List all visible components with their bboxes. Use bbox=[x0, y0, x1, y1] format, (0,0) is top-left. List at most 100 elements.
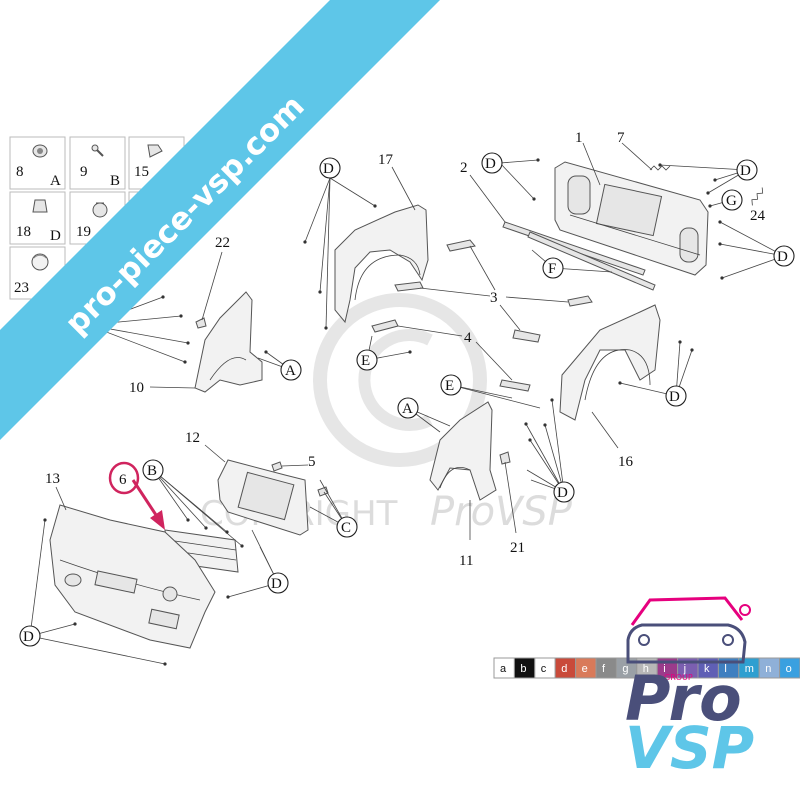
svg-text:G: G bbox=[726, 193, 737, 209]
color-swatch-letter: o bbox=[786, 663, 792, 675]
color-swatch-letter: k bbox=[704, 663, 710, 675]
svg-text:D: D bbox=[271, 576, 282, 592]
color-swatch-letter: h bbox=[643, 663, 649, 675]
callout-d: D bbox=[736, 159, 758, 181]
color-swatch-letter: e bbox=[582, 663, 588, 675]
logo-vsp-text: VSP bbox=[625, 714, 754, 782]
plug-icon-23 bbox=[31, 253, 49, 271]
legend-letter-b: B bbox=[110, 173, 120, 189]
color-swatch-letter: b bbox=[520, 663, 526, 675]
color-swatch-letter: i bbox=[663, 663, 665, 675]
svg-text:D: D bbox=[323, 161, 334, 177]
svg-text:F: F bbox=[548, 261, 556, 277]
label-part-4: 4 bbox=[464, 330, 472, 346]
part-21-bracket bbox=[499, 451, 517, 534]
label-part-7: 7 bbox=[617, 130, 625, 146]
watermark-brand-text: ProVSP bbox=[430, 489, 573, 535]
clip-icon-15 bbox=[147, 144, 163, 158]
part-17-rear-wheel-arch bbox=[334, 166, 429, 324]
logo-pro-text: Pro bbox=[625, 662, 742, 735]
callout-e: E bbox=[440, 374, 462, 396]
color-swatch-letter: d bbox=[561, 663, 567, 675]
callout-f: F bbox=[542, 257, 564, 279]
legend-num-9: 9 bbox=[80, 164, 88, 180]
label-part-22: 22 bbox=[215, 235, 230, 251]
callout-c: C bbox=[336, 516, 358, 538]
part-7-spring bbox=[621, 142, 671, 171]
callout-d: D bbox=[553, 481, 575, 503]
label-part-5: 5 bbox=[308, 454, 316, 470]
screw-icon-19 bbox=[92, 202, 108, 218]
legend-letter-a: A bbox=[50, 173, 61, 189]
part-2-strip bbox=[469, 174, 656, 291]
push-rivet-icon-18 bbox=[32, 199, 48, 213]
provsp-logo: GROUP Pro VSP bbox=[625, 596, 754, 782]
svg-text:D: D bbox=[485, 156, 496, 172]
label-part-1: 1 bbox=[575, 130, 583, 146]
part-22-bracket bbox=[195, 251, 223, 329]
callout-b: B bbox=[142, 459, 164, 481]
callout-leaders bbox=[29, 159, 785, 665]
callout-g: G bbox=[721, 189, 743, 211]
color-swatch-letter: c bbox=[541, 663, 547, 675]
fastener-dots bbox=[43, 158, 724, 666]
callout-d: D bbox=[773, 245, 795, 267]
clip-icon-8 bbox=[32, 144, 48, 158]
legend-num-18: 18 bbox=[16, 224, 31, 240]
legend-num-19: 19 bbox=[76, 224, 91, 240]
part-number-labels: 1 2 3 4 5 6 7 10 11 12 13 16 17 21 22 24 bbox=[45, 130, 766, 569]
callout-d: D bbox=[19, 625, 41, 647]
svg-text:B: B bbox=[147, 463, 157, 479]
part-16-rear-right-arch bbox=[559, 304, 661, 449]
label-part-3: 3 bbox=[490, 290, 498, 306]
legend-letter-d: D bbox=[50, 228, 61, 244]
highlight-arrow bbox=[108, 461, 165, 530]
svg-text:D: D bbox=[669, 389, 680, 405]
label-part-12: 12 bbox=[185, 430, 200, 446]
svg-text:E: E bbox=[361, 353, 370, 369]
part-24-spring bbox=[751, 187, 764, 206]
label-part-2: 2 bbox=[460, 160, 468, 176]
color-swatch-letter: f bbox=[602, 663, 606, 675]
svg-text:E: E bbox=[445, 378, 454, 394]
callout-d: D bbox=[267, 572, 289, 594]
color-swatch-letter: g bbox=[622, 663, 628, 675]
part-11-front-fender bbox=[429, 401, 497, 540]
legend-num-8: 8 bbox=[16, 164, 24, 180]
callout-d: D bbox=[481, 152, 503, 174]
color-swatch-letter: j bbox=[683, 663, 686, 675]
callout-a: A bbox=[280, 359, 302, 381]
callout-circles: D D D D D D D D D A A B C E E F G bbox=[19, 152, 795, 647]
svg-text:D: D bbox=[740, 163, 751, 179]
label-part-17: 17 bbox=[378, 152, 394, 168]
label-part-10: 10 bbox=[129, 380, 144, 396]
callout-a: A bbox=[397, 397, 419, 419]
legend-num-23: 23 bbox=[14, 280, 29, 296]
label-part-16: 16 bbox=[618, 454, 634, 470]
callout-d: D bbox=[665, 385, 687, 407]
label-part-13: 13 bbox=[45, 471, 60, 487]
color-swatch-letter: l bbox=[724, 663, 726, 675]
part-13-front-bumper bbox=[49, 486, 216, 649]
part-10-front-panel bbox=[149, 291, 263, 393]
part-5-clips bbox=[271, 461, 329, 497]
label-part-6: 6 bbox=[119, 472, 127, 488]
color-swatch-letter: n bbox=[765, 663, 771, 675]
svg-text:C: C bbox=[341, 520, 351, 536]
svg-text:D: D bbox=[23, 629, 34, 645]
svg-text:D: D bbox=[777, 249, 788, 265]
color-swatch-letter: a bbox=[500, 663, 507, 675]
label-part-11: 11 bbox=[459, 553, 473, 569]
highlight-circle bbox=[108, 461, 140, 495]
svg-text:A: A bbox=[402, 401, 413, 417]
part-3-strips bbox=[394, 239, 593, 343]
color-swatch-letter: m bbox=[745, 663, 754, 675]
legend-num-15: 15 bbox=[134, 164, 149, 180]
callout-e: E bbox=[356, 349, 378, 371]
part-4-strips bbox=[371, 319, 531, 392]
screw-icon-9 bbox=[91, 144, 104, 157]
label-part-24: 24 bbox=[750, 208, 766, 224]
logo-group-text: GROUP bbox=[664, 673, 693, 682]
